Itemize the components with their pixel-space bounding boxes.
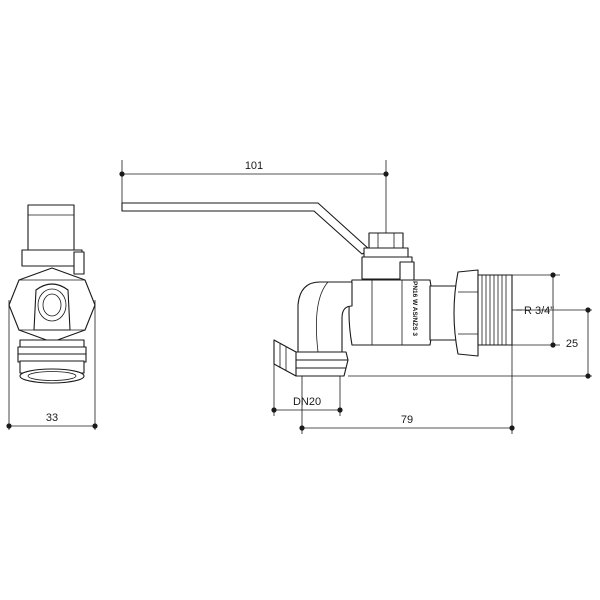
side-view: 33 — [6, 204, 98, 430]
spout-outlet-thread — [273, 339, 349, 377]
valve-body — [348, 279, 434, 346]
thread-size-label: R 3/4" — [524, 305, 554, 317]
body-length-label: 79 — [401, 414, 413, 426]
body-marking: PN16 W AS/NZS 3 — [411, 281, 418, 336]
side-handle-tab — [73, 251, 85, 275]
front-view: PN16 W AS/NZS 3 — [119, 160, 592, 434]
outlet-height-label: 25 — [566, 338, 578, 350]
nominal-diameter-label: DN20 — [293, 396, 321, 408]
hex-nut — [453, 269, 479, 357]
handle-length-label: 101 — [245, 160, 263, 172]
width-dimension-label: 33 — [46, 412, 58, 424]
thread-lines — [481, 275, 507, 345]
side-handle-block — [27, 204, 75, 254]
side-stem-collar — [21, 249, 83, 267]
side-spout — [33, 283, 71, 331]
male-thread — [477, 274, 513, 346]
stem-nut — [368, 232, 404, 250]
elbow-spout — [297, 281, 353, 353]
handle-stop-tab — [399, 261, 415, 281]
lever-handle — [121, 202, 371, 255]
